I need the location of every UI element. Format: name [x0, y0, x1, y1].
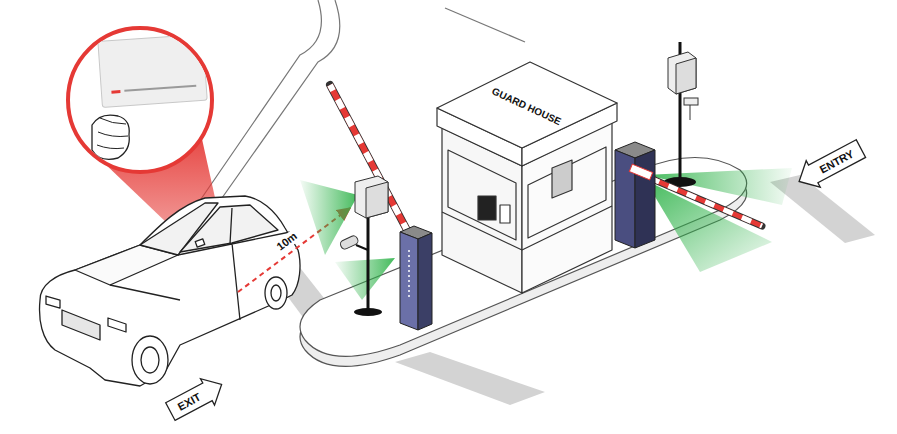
- car: [46, 296, 126, 332]
- entry-reader-pole: [664, 42, 698, 187]
- callout-circle: [98, 34, 207, 107]
- direction-arrow: EXIT: [163, 371, 228, 425]
- car: [40, 196, 300, 386]
- guard-house: [437, 62, 617, 293]
- callout-circle: [68, 28, 212, 172]
- entry-barrier-arm: [650, 178, 762, 226]
- car: [195, 239, 205, 247]
- exit-barrier-arm: [330, 85, 408, 232]
- entry-barrier-cabinet: [615, 142, 655, 248]
- entry-barrier-cabinet: [635, 150, 655, 248]
- exit-barrier-arm: [330, 85, 408, 232]
- guard-house: [437, 62, 617, 148]
- exit-barrier-cabinet: [400, 226, 432, 330]
- guard-house: [478, 196, 496, 220]
- car: [62, 310, 100, 340]
- exit-reader-pole: [366, 182, 388, 218]
- guard-house: [442, 206, 612, 250]
- exit-barrier-cabinet: [408, 250, 410, 300]
- arrow-outline: [163, 371, 228, 425]
- entry-reader-pole: [676, 58, 696, 94]
- ground-marking: [395, 352, 545, 405]
- exit-reader-pole: [339, 176, 388, 316]
- car: [110, 208, 290, 320]
- exit-barrier-cabinet: [400, 232, 418, 330]
- car: [132, 336, 168, 384]
- entry-reader-pole: [684, 98, 698, 105]
- reader-field: [645, 180, 772, 272]
- car: [265, 277, 287, 309]
- guard-house: [528, 147, 606, 238]
- reader-field: [335, 258, 395, 300]
- callout-circle: [124, 85, 196, 92]
- entry-barrier-arm: [650, 178, 762, 226]
- entry-barrier-cabinet: [629, 164, 652, 180]
- exit-barrier-cabinet: [418, 233, 432, 330]
- callout-circle: [97, 118, 128, 149]
- callout-circle: [68, 28, 212, 172]
- building-label: GUARD HOUSE: [490, 84, 563, 127]
- exit-reader-pole: [339, 235, 359, 251]
- callout-circle: [92, 34, 207, 159]
- entry-reader-pole: [668, 52, 696, 94]
- arrow-outline: [792, 135, 868, 194]
- guard-house: [552, 160, 572, 198]
- road-edge: [445, 8, 525, 42]
- guard-house: [448, 150, 516, 240]
- guard-house-roof: GUARD HOUSE: [488, 82, 567, 129]
- exit-barrier-arm: [330, 85, 408, 232]
- callout-circle: [111, 90, 120, 94]
- callout-circle: [92, 115, 129, 159]
- direction-arrow: ENTRY: [792, 135, 868, 194]
- entry-barrier-arm: [650, 178, 762, 226]
- car: [271, 285, 281, 301]
- exit-reader-pole: [355, 176, 388, 218]
- exit-reader-pole: [356, 245, 368, 250]
- car: [40, 196, 300, 386]
- entry-barrier-arm: [650, 178, 762, 226]
- exit-barrier-arm: [330, 85, 408, 232]
- car: [141, 347, 159, 373]
- guard-house: [500, 205, 510, 223]
- entry-reader-pole: [690, 105, 691, 120]
